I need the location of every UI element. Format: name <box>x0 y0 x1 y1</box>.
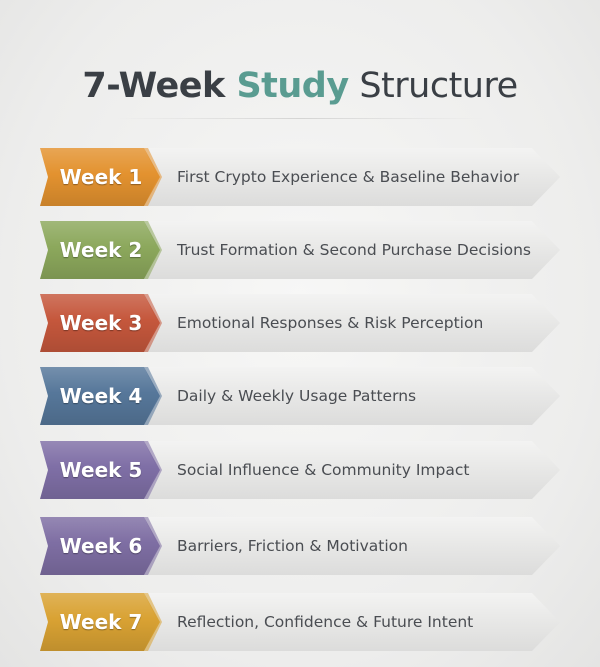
week-ribbon <box>140 148 560 206</box>
week-ribbon <box>140 441 560 499</box>
title-part-structure: Structure <box>348 66 518 106</box>
week-tab <box>40 148 160 206</box>
week-label: Week 2 <box>59 238 143 262</box>
week-tab <box>40 593 160 651</box>
week-label: Week 7 <box>59 610 143 634</box>
week-ribbon <box>140 367 560 425</box>
week-tab <box>40 517 160 575</box>
week-ribbon <box>140 221 560 279</box>
week-row-4: Daily & Weekly Usage Patterns Week 4 <box>40 367 560 425</box>
week-row-1: First Crypto Experience & Baseline Behav… <box>40 148 560 206</box>
week-row-6: Barriers, Friction & Motivation Week 6 <box>40 517 560 575</box>
diagram-title: 7-Week Study Structure <box>0 66 600 106</box>
week-tab <box>40 441 160 499</box>
week-label: Week 3 <box>59 311 143 335</box>
week-label: Week 6 <box>59 534 143 558</box>
week-row-2: Trust Formation & Second Purchase Decisi… <box>40 221 560 279</box>
week-ribbon <box>140 517 560 575</box>
week-ribbon <box>140 294 560 352</box>
week-description: Reflection, Confidence & Future Intent <box>177 613 474 631</box>
week-tab <box>40 367 160 425</box>
week-label: Week 4 <box>59 384 143 408</box>
week-label: Week 5 <box>59 458 143 482</box>
week-tab <box>40 294 160 352</box>
title-part-study: Study <box>236 66 349 106</box>
week-ribbon <box>140 593 560 651</box>
week-tab <box>40 221 160 279</box>
week-row-5: Social Influence & Community Impact Week… <box>40 441 560 499</box>
week-label: Week 1 <box>59 165 143 189</box>
week-row-3: Emotional Responses & Risk Perception We… <box>40 294 560 352</box>
week-description: Social Influence & Community Impact <box>177 461 470 479</box>
week-row-7: Reflection, Confidence & Future Intent W… <box>40 593 560 651</box>
week-description: First Crypto Experience & Baseline Behav… <box>177 168 520 186</box>
week-description: Barriers, Friction & Motivation <box>177 537 408 555</box>
week-description: Daily & Weekly Usage Patterns <box>177 387 417 405</box>
week-description: Trust Formation & Second Purchase Decisi… <box>177 241 531 259</box>
title-part-week: 7-Week <box>82 66 237 106</box>
week-description: Emotional Responses & Risk Perception <box>177 314 484 332</box>
title-divider <box>115 118 485 119</box>
